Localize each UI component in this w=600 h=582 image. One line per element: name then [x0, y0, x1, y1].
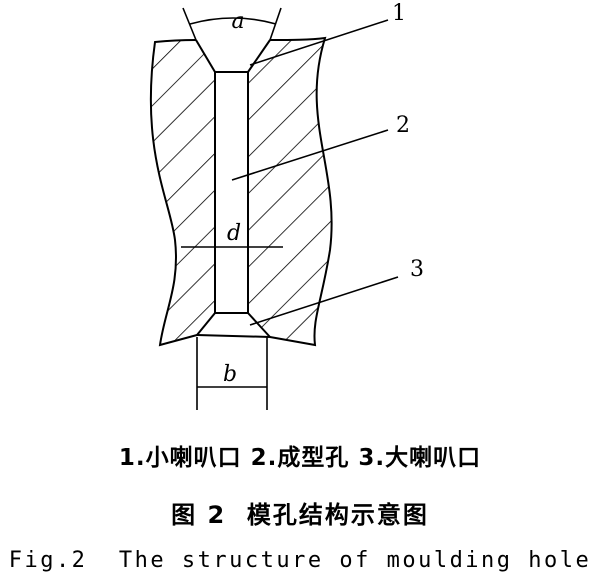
width-label-b: b: [223, 362, 237, 387]
callout-1: 1: [392, 1, 406, 26]
large-funnel-bottom: [196, 334, 271, 338]
angle-label-a: a: [231, 9, 244, 34]
large-funnel-right-edge: [247, 312, 271, 338]
figure-caption-chinese: 图 2 模孔结构示意图: [171, 501, 429, 529]
callout-3: 3: [410, 257, 424, 282]
small-funnel-left-edge: [195, 39, 216, 73]
legend-caption: 1.小喇叭口 2.成型孔 3.大喇叭口: [118, 445, 482, 471]
small-funnel-right-edge: [247, 39, 271, 73]
leader-line-3: [249, 276, 399, 326]
diameter-label-d: d: [227, 221, 241, 246]
figure-caption-english: Fig.2 The structure of moulding hole: [8, 548, 592, 573]
forming-hole: [214, 71, 249, 314]
mould-hole-diagram: a d b 1 2 3: [149, 1, 424, 410]
angle-arc: [189, 17, 277, 25]
angle-extension-left: [182, 7, 197, 41]
body-outline-right: [269, 36, 333, 347]
callout-2: 2: [396, 113, 410, 138]
leader-line-2: [231, 129, 389, 181]
leader-line-1: [249, 19, 389, 66]
body-outline-left: [149, 39, 198, 347]
large-funnel-left-edge: [196, 312, 216, 336]
